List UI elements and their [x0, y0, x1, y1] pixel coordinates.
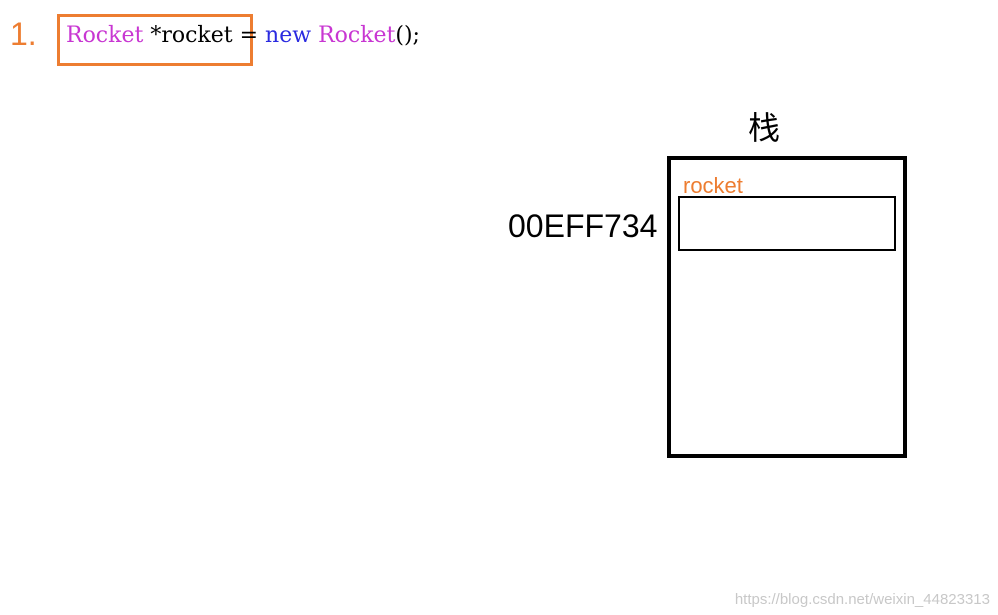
stack-box [667, 156, 907, 458]
watermark: https://blog.csdn.net/weixin_44823313 [734, 591, 990, 608]
code-assign: = [232, 23, 266, 48]
code-line: Rocket *rocket = new Rocket(); [66, 20, 420, 52]
code-ctor-name: Rocket [318, 23, 396, 48]
stack-var-slot [678, 196, 896, 251]
code-tail: (); [395, 23, 420, 48]
code-type-name: Rocket [66, 23, 144, 48]
code-keyword-new: new [265, 23, 312, 48]
stack-var-label: rocket [683, 173, 743, 198]
declaration-highlight-box [57, 14, 253, 66]
code-space [311, 23, 318, 48]
stack-title: 栈 [748, 109, 781, 147]
stack-address: 00EFF734 [508, 208, 658, 244]
step-number: 1. [10, 16, 37, 52]
code-var-decl: *rocket [143, 23, 233, 48]
